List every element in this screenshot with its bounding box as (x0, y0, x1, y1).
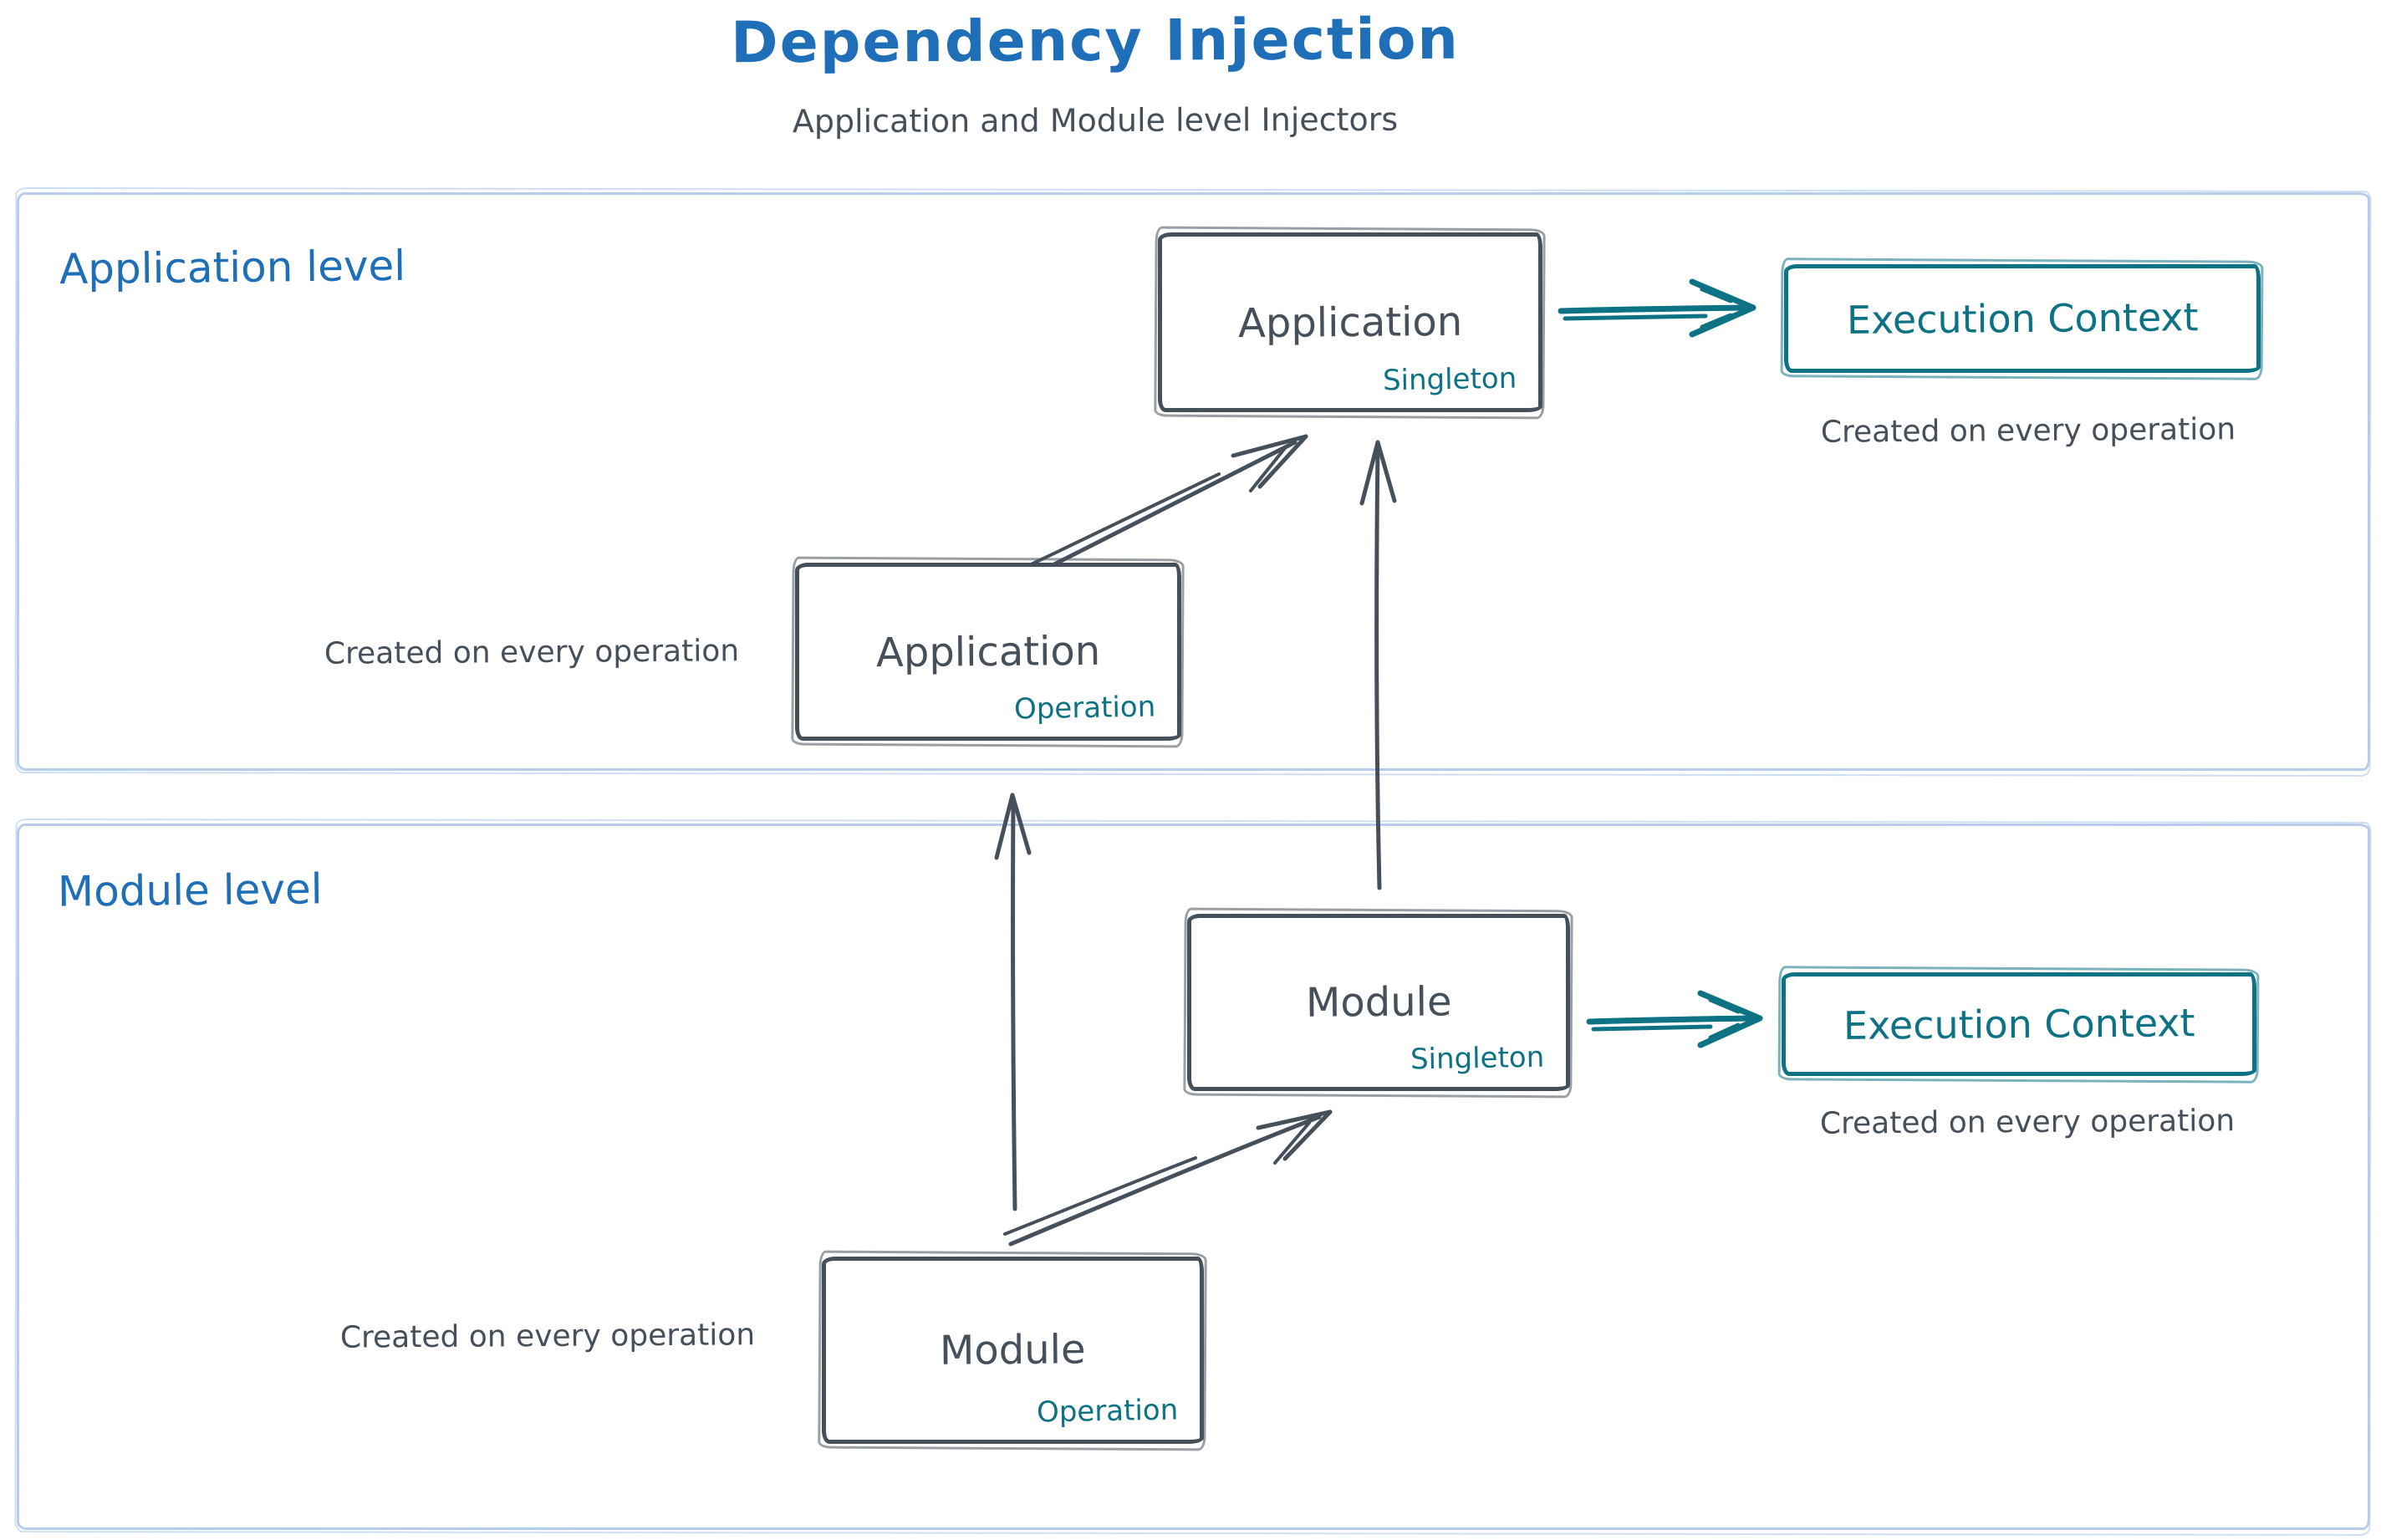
node-label: Application (875, 627, 1101, 676)
node-application-execution-context: Execution Context (1784, 264, 2261, 373)
node-sublabel: Singleton (1382, 361, 1517, 398)
node-label: Module (939, 1326, 1087, 1374)
node-sublabel: Operation (1013, 690, 1156, 727)
node-module-operation: Module Operation (822, 1257, 1204, 1444)
section-module-level: Module level (17, 824, 2370, 1530)
node-module-singleton: Module Singleton (1187, 914, 1570, 1091)
node-module-execution-context: Execution Context (1782, 972, 2256, 1076)
node-label: Application (1237, 298, 1463, 347)
arrow-module-singleton-to-execution-context (1586, 990, 1763, 1048)
caption-module-execution-context: Created on every operation (1819, 1104, 2236, 1141)
arrow-module-singleton-to-app-singleton (1359, 440, 1397, 890)
caption-app-operation: Created on every operation (324, 634, 740, 671)
node-sublabel: Operation (1036, 1393, 1179, 1430)
node-application-operation: Application Operation (795, 563, 1181, 741)
section-application-level: Application level (17, 192, 2370, 771)
caption-app-execution-context: Created on every operation (1820, 412, 2236, 450)
caption-module-operation: Created on every operation (339, 1318, 756, 1355)
node-label: Module (1305, 978, 1452, 1027)
node-application-singleton: Application Singleton (1158, 232, 1542, 412)
arrow-app-singleton-to-execution-context (1558, 278, 1756, 338)
arrow-module-operation-to-module-singleton (1003, 1109, 1333, 1247)
arrow-module-operation-to-app-operation (994, 793, 1032, 1211)
node-label: Execution Context (1846, 294, 2199, 343)
node-sublabel: Singleton (1410, 1040, 1545, 1077)
node-label: Execution Context (1843, 1000, 2195, 1048)
